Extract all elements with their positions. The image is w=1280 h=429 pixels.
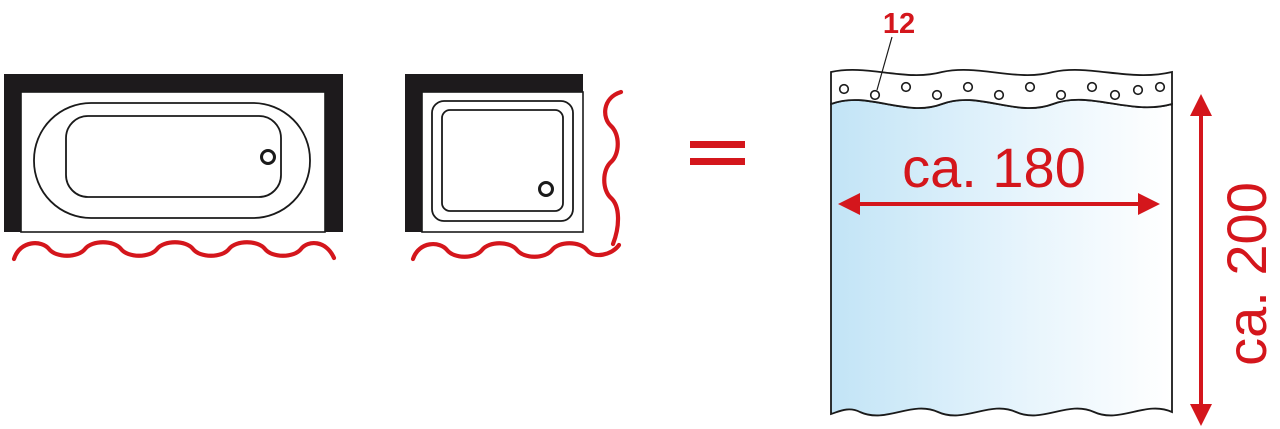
shower-curtain-wave-bottom <box>410 241 622 262</box>
equals-icon <box>690 141 745 165</box>
shower-drain-icon <box>538 181 554 197</box>
width-arrow-right-head <box>1138 193 1160 215</box>
width-label: ca. 180 <box>902 136 1086 199</box>
shower-tray-basin <box>441 109 564 212</box>
bathtub-basin-inner <box>65 115 282 198</box>
curtain-ring <box>1024 81 1036 93</box>
shower-tray-icon <box>405 74 584 233</box>
curtain-ring <box>931 89 943 101</box>
curtain-ring <box>962 81 974 93</box>
ring-count-label: 12 <box>883 8 915 40</box>
bathtub-right-wall <box>325 74 343 232</box>
curtain-ring <box>869 89 881 101</box>
curtain-ring <box>838 83 850 95</box>
curtain-ring <box>1132 84 1144 96</box>
height-arrow-top-head <box>1190 94 1212 116</box>
equals-bar-bottom <box>690 158 745 165</box>
shower-left-wall <box>405 74 422 232</box>
curtain-ring <box>900 81 912 93</box>
curtain-ring <box>1109 89 1121 101</box>
height-label: ca. 200 <box>1215 182 1278 366</box>
bathtub-left-wall <box>4 74 21 232</box>
height-dimension <box>1190 94 1212 426</box>
equals-bar-top <box>690 141 745 148</box>
width-dimension <box>838 193 1160 215</box>
height-arrow-bottom-head <box>1190 404 1212 426</box>
curtain-rings <box>838 81 1166 101</box>
curtain-ring <box>1055 89 1067 101</box>
shower-curtain-wave-side <box>602 89 624 247</box>
curtain-ring <box>1086 81 1098 93</box>
curtain-top-band <box>830 68 1173 109</box>
bathtub-back-wall <box>4 74 343 92</box>
curtain-ring <box>1154 81 1166 93</box>
bathtub-drain-icon <box>260 149 276 165</box>
curtain-ring <box>993 89 1005 101</box>
shower-curtain-icon <box>830 36 1173 417</box>
bathtub-icon <box>4 74 343 233</box>
ring-count-leader <box>876 36 893 91</box>
shower-back-wall <box>405 74 583 92</box>
width-arrow-left-head <box>838 193 860 215</box>
bathtub-curtain-wave <box>11 240 337 262</box>
